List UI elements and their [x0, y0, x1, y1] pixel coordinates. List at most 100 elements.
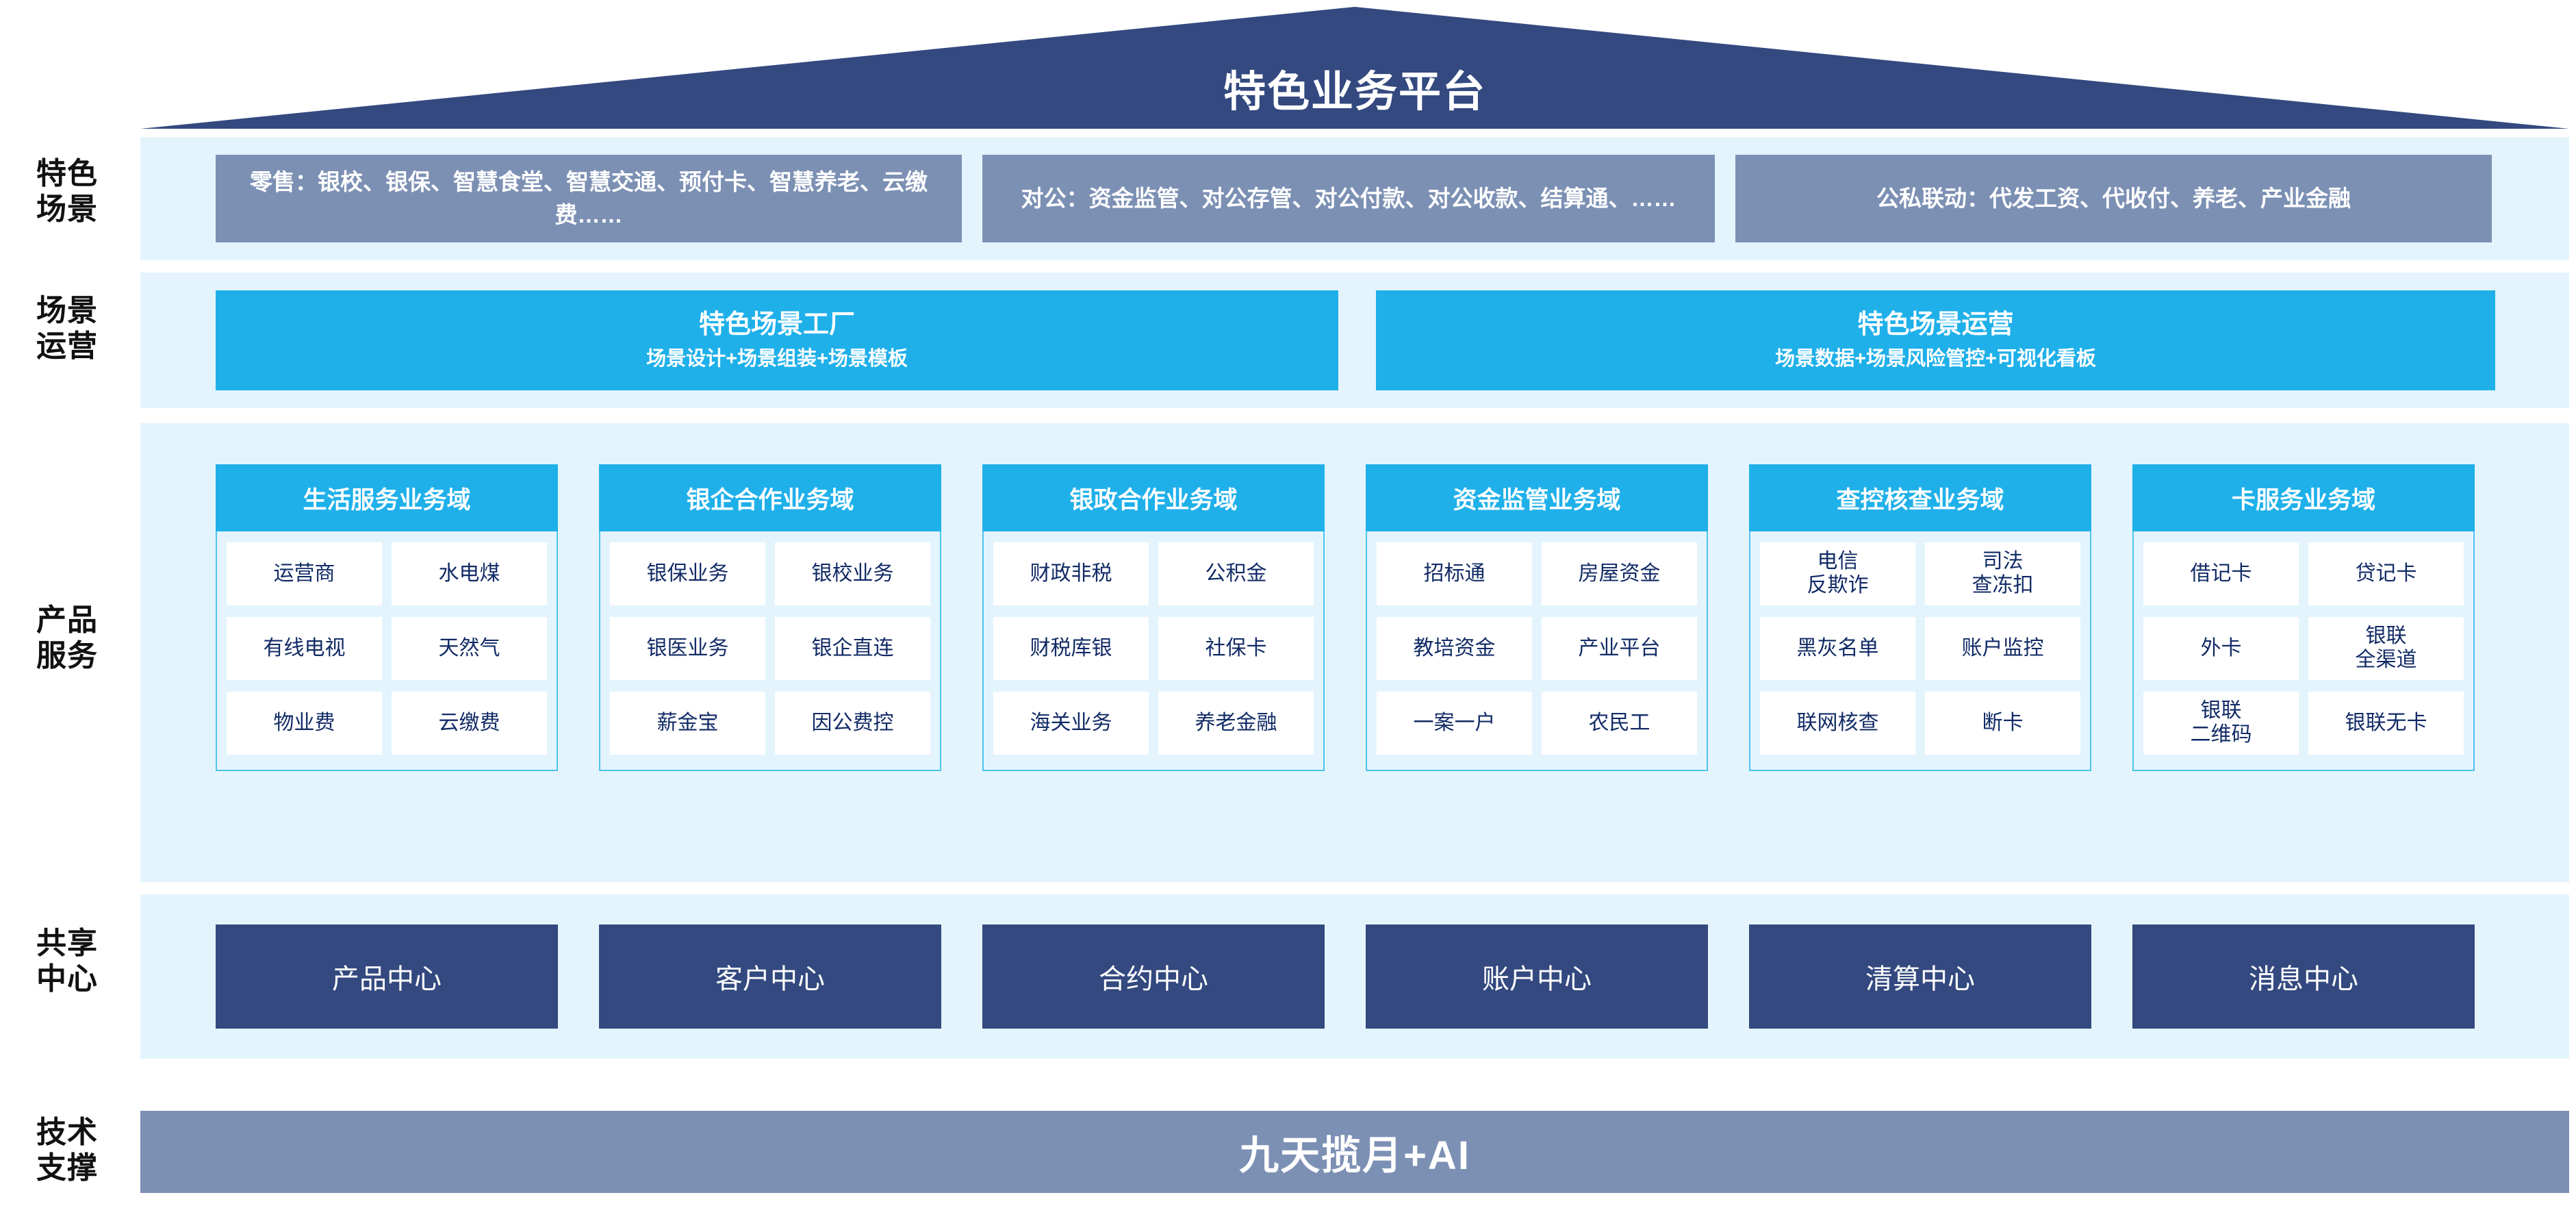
domain-cell[interactable]: 借记卡 — [2143, 542, 2299, 605]
domain-cell[interactable]: 银联 二维码 — [2143, 692, 2299, 755]
domain-header[interactable]: 资金监管业务域 — [1366, 464, 1708, 531]
domain-cell[interactable]: 公积金 — [1158, 542, 1314, 605]
domain-cell[interactable]: 因公费控 — [775, 692, 930, 755]
domain-cell[interactable]: 黑灰名单 — [1760, 617, 1915, 680]
domain-body: 电信 反欺诈司法 查冻扣黑灰名单账户监控联网核查断卡 — [1749, 531, 2091, 771]
domain-cell[interactable]: 产业平台 — [1542, 617, 1697, 680]
domain-cell-row: 外卡银联 全渠道 — [2143, 617, 2464, 680]
domain-cell[interactable]: 银保业务 — [610, 542, 765, 605]
domain-cell[interactable]: 联网核查 — [1760, 692, 1915, 755]
domain-cell[interactable]: 银医业务 — [610, 617, 765, 680]
domain-cell[interactable]: 水电煤 — [392, 542, 547, 605]
domain-column: 资金监管业务域招标通房屋资金教培资金产业平台一案一户农民工 — [1366, 464, 1708, 771]
domain-header[interactable]: 银政合作业务域 — [982, 464, 1325, 531]
domain-cell-row: 银保业务银校业务 — [610, 542, 930, 605]
domain-cell-row: 电信 反欺诈司法 查冻扣 — [1760, 542, 2080, 605]
scene-box-linkage[interactable]: 公私联动：代发工资、代收付、养老、产业金融 — [1735, 155, 2492, 242]
domain-cell-row: 财政非税公积金 — [993, 542, 1314, 605]
domain-cell-row: 海关业务养老金融 — [993, 692, 1314, 755]
domain-header[interactable]: 查控核查业务域 — [1749, 464, 2091, 531]
rail-label-shared: 共享 中心 — [36, 927, 98, 996]
domain-cell[interactable]: 农民工 — [1542, 692, 1697, 755]
domain-cell-row: 薪金宝因公费控 — [610, 692, 930, 755]
shared-center-box[interactable]: 合约中心 — [982, 925, 1325, 1029]
rail-label-scene: 特色 场景 — [36, 157, 98, 226]
shared-center-box[interactable]: 账户中心 — [1366, 925, 1708, 1029]
shared-center-row-panel: 产品中心客户中心合约中心账户中心清算中心消息中心 — [140, 894, 2569, 1059]
rail-label-operation: 场景 运营 — [36, 294, 98, 363]
domain-column: 银企合作业务域银保业务银校业务银医业务银企直连薪金宝因公费控 — [599, 464, 941, 771]
domain-cell[interactable]: 断卡 — [1925, 692, 2080, 755]
domain-body: 借记卡贷记卡外卡银联 全渠道银联 二维码银联无卡 — [2132, 531, 2475, 771]
domain-cell[interactable]: 贷记卡 — [2308, 542, 2464, 605]
product-row-panel: 生活服务业务域运营商水电煤有线电视天然气物业费云缴费银企合作业务域银保业务银校业… — [140, 423, 2569, 882]
domain-cell[interactable]: 云缴费 — [392, 692, 547, 755]
domain-cell[interactable]: 社保卡 — [1158, 617, 1314, 680]
domain-cell-row: 黑灰名单账户监控 — [1760, 617, 2080, 680]
domain-body: 财政非税公积金财税库银社保卡海关业务养老金融 — [982, 531, 1325, 771]
domain-cell-row: 运营商水电煤 — [227, 542, 547, 605]
tech-support-title: 九天揽月+AI — [1239, 1133, 1470, 1178]
domain-column: 银政合作业务域财政非税公积金财税库银社保卡海关业务养老金融 — [982, 464, 1325, 771]
ops-box-subtitle: 场景设计+场景组装+场景模板 — [646, 348, 908, 370]
domain-cell-row: 联网核查断卡 — [1760, 692, 2080, 755]
domain-header[interactable]: 生活服务业务域 — [216, 464, 558, 531]
ops-box-scene-operation[interactable]: 特色场景运营 场景数据+场景风险管控+可视化看板 — [1376, 290, 2495, 390]
domain-body: 招标通房屋资金教培资金产业平台一案一户农民工 — [1366, 531, 1708, 771]
domain-cell-row: 借记卡贷记卡 — [2143, 542, 2464, 605]
domain-cell[interactable]: 外卡 — [2143, 617, 2299, 680]
domain-cell-row: 银医业务银企直连 — [610, 617, 930, 680]
domain-cell[interactable]: 养老金融 — [1158, 692, 1314, 755]
shared-center-box[interactable]: 清算中心 — [1749, 925, 2091, 1029]
ops-box-scene-factory[interactable]: 特色场景工厂 场景设计+场景组装+场景模板 — [216, 290, 1338, 390]
domain-cell[interactable]: 财政非税 — [993, 542, 1149, 605]
shared-center-box[interactable]: 消息中心 — [2132, 925, 2475, 1029]
domain-cell[interactable]: 有线电视 — [227, 617, 382, 680]
domain-cell[interactable]: 海关业务 — [993, 692, 1149, 755]
domain-cell[interactable]: 房屋资金 — [1542, 542, 1697, 605]
scene-row-panel: 零售：银校、银保、智慧食堂、智慧交通、预付卡、智慧养老、云缴费…… 对公：资金监… — [140, 137, 2569, 260]
domain-cell[interactable]: 教培资金 — [1377, 617, 1532, 680]
domain-cell[interactable]: 账户监控 — [1925, 617, 2080, 680]
rail-label-tech: 技术 支撑 — [36, 1116, 98, 1185]
domain-cell[interactable]: 司法 查冻扣 — [1925, 542, 2080, 605]
domain-header[interactable]: 银企合作业务域 — [599, 464, 941, 531]
domain-cell[interactable]: 物业费 — [227, 692, 382, 755]
tech-support-bar: 九天揽月+AI — [140, 1111, 2569, 1193]
operation-row-panel: 特色场景工厂 场景设计+场景组装+场景模板 特色场景运营 场景数据+场景风险管控… — [140, 273, 2569, 408]
domain-cell[interactable]: 银校业务 — [775, 542, 930, 605]
domain-cell-row: 财税库银社保卡 — [993, 617, 1314, 680]
scene-box-corporate[interactable]: 对公：资金监管、对公存管、对公付款、对公收款、结算通、…… — [982, 155, 1715, 242]
ops-box-subtitle: 场景数据+场景风险管控+可视化看板 — [1775, 348, 2096, 370]
shared-center-box[interactable]: 产品中心 — [216, 925, 558, 1029]
domain-cell[interactable]: 银联 全渠道 — [2308, 617, 2464, 680]
domain-cell[interactable]: 一案一户 — [1377, 692, 1532, 755]
domain-cell-row: 一案一户农民工 — [1377, 692, 1697, 755]
domain-header[interactable]: 卡服务业务域 — [2132, 464, 2475, 531]
domain-body: 银保业务银校业务银医业务银企直连薪金宝因公费控 — [599, 531, 941, 771]
domain-cell[interactable]: 薪金宝 — [610, 692, 765, 755]
domain-cell[interactable]: 招标通 — [1377, 542, 1532, 605]
domain-cell[interactable]: 财税库银 — [993, 617, 1149, 680]
domain-cell-row: 物业费云缴费 — [227, 692, 547, 755]
rail-label-product: 产品 服务 — [36, 603, 98, 672]
domain-body: 运营商水电煤有线电视天然气物业费云缴费 — [216, 531, 558, 771]
ops-box-title: 特色场景运营 — [1857, 310, 2014, 339]
domain-column: 卡服务业务域借记卡贷记卡外卡银联 全渠道银联 二维码银联无卡 — [2132, 464, 2475, 771]
domain-cell-row: 银联 二维码银联无卡 — [2143, 692, 2464, 755]
domain-cell[interactable]: 银企直连 — [775, 617, 930, 680]
domain-cell[interactable]: 电信 反欺诈 — [1760, 542, 1915, 605]
domain-cell-row: 招标通房屋资金 — [1377, 542, 1697, 605]
shared-center-box[interactable]: 客户中心 — [599, 925, 941, 1029]
page-title: 特色业务平台 — [1223, 68, 1486, 116]
scene-box-retail[interactable]: 零售：银校、银保、智慧食堂、智慧交通、预付卡、智慧养老、云缴费…… — [216, 155, 962, 242]
domain-cell[interactable]: 天然气 — [392, 617, 547, 680]
platform-roof-banner: 特色业务平台 — [140, 7, 2569, 129]
domain-column: 查控核查业务域电信 反欺诈司法 查冻扣黑灰名单账户监控联网核查断卡 — [1749, 464, 2091, 771]
ops-box-title: 特色场景工厂 — [698, 310, 855, 339]
domain-cell-row: 有线电视天然气 — [227, 617, 547, 680]
domain-cell[interactable]: 银联无卡 — [2308, 692, 2464, 755]
domain-cell[interactable]: 运营商 — [227, 542, 382, 605]
domain-cell-row: 教培资金产业平台 — [1377, 617, 1697, 680]
domain-column: 生活服务业务域运营商水电煤有线电视天然气物业费云缴费 — [216, 464, 558, 771]
